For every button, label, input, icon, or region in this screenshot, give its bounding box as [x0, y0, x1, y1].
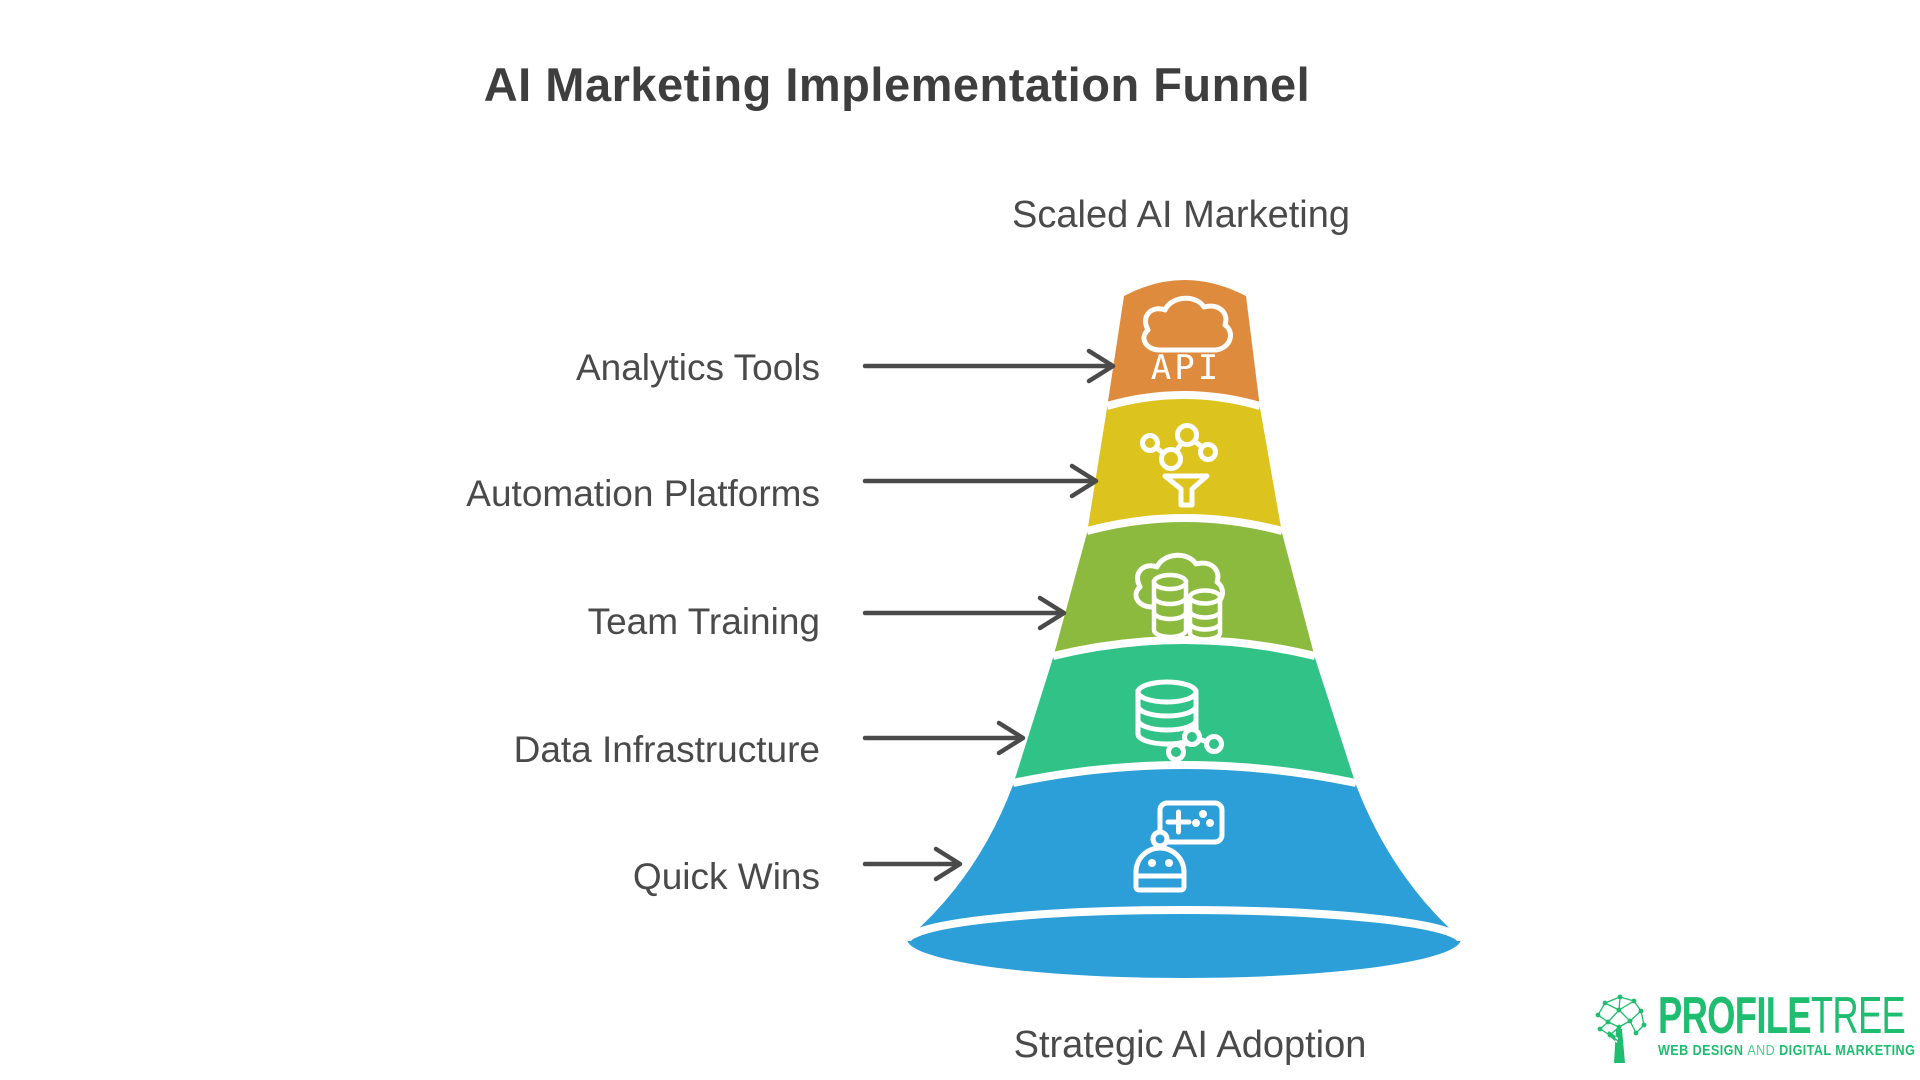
stage-label-automation-platforms: Automation Platforms: [466, 473, 820, 514]
funnel-stage-automation-platforms: [1087, 397, 1282, 533]
robot-antenna: [1150, 829, 1170, 849]
stage-label-analytics-tools: Analytics Tools: [575, 347, 820, 388]
logo-tagline: WEB DESIGN AND DIGITAL MARKETING: [1658, 1042, 1920, 1059]
network-nodes: [1140, 423, 1218, 471]
stage-label-data-infrastructure: Data Infrastructure: [513, 729, 820, 770]
network-nodes: [1166, 727, 1224, 762]
database-network-icon: [1135, 679, 1224, 762]
database-cylinder: [1187, 588, 1223, 642]
database-cylinder: [1151, 572, 1189, 640]
funnel-bottom-label: Strategic AI Adoption: [1013, 1024, 1367, 1066]
gamepad-panel: [1157, 800, 1225, 845]
separator-line-base-rim: [903, 906, 1465, 942]
arrow-data-infrastructure: [862, 720, 1026, 756]
separator-line: [1012, 761, 1357, 787]
funnel-glyph: [1162, 473, 1210, 508]
connector-arrows: [862, 348, 1116, 882]
page-title: AI Marketing Implementation Funnel: [483, 58, 1311, 112]
separator-line: [1052, 636, 1316, 660]
logo-tree-trunk: [1607, 1029, 1625, 1063]
network-funnel-icon: [1140, 423, 1218, 508]
logo-tagline-and: AND: [1747, 1042, 1776, 1059]
logo-tagline-web-design: WEB DESIGN: [1658, 1042, 1744, 1059]
arrow-analytics-tools: [862, 348, 1116, 384]
separator-line: [1105, 391, 1262, 410]
stage-label-team-training: Team Training: [587, 601, 820, 642]
logo-text: PROFILETREE WEB DESIGN AND DIGITAL MARKE…: [1658, 990, 1920, 1059]
gamepad-buttons: [1192, 810, 1214, 827]
logo-brand-light: TREE: [1810, 987, 1906, 1045]
logo-tagline-digital-marketing: DIGITAL MARKETING: [1779, 1042, 1916, 1059]
cloud-api-icon: API: [1144, 298, 1231, 388]
api-text: API: [1151, 348, 1221, 388]
logo-tree-branches: [1597, 996, 1645, 1042]
profiletree-logo: PROFILETREE WEB DESIGN AND DIGITAL MARKE…: [1592, 990, 1920, 1065]
funnel-top-label: Scaled AI Marketing: [1012, 194, 1350, 236]
stage-label-quick-wins: Quick Wins: [632, 856, 820, 897]
robot-eyes: [1148, 859, 1173, 867]
logo-brand: PROFILETREE: [1658, 990, 1906, 1042]
arrow-quick-wins: [862, 846, 963, 882]
arrow-team-training: [862, 595, 1067, 631]
arrow-automation-platforms: [862, 463, 1099, 499]
funnel-separators: [903, 391, 1465, 942]
network-links: [1147, 432, 1211, 462]
separator-line: [1085, 514, 1284, 535]
robot-head: [1133, 829, 1187, 893]
database-cylinder: [1135, 679, 1199, 747]
robot-gamepad-icon: [1133, 800, 1225, 893]
profiletree-logo-icon: [1595, 994, 1647, 1063]
cloud-databases-icon: [1136, 555, 1223, 642]
logo-brand-bold: PROFILE: [1658, 987, 1812, 1045]
logo-tree-nodes: [1595, 994, 1647, 1038]
dpad-plus: [1165, 809, 1192, 835]
